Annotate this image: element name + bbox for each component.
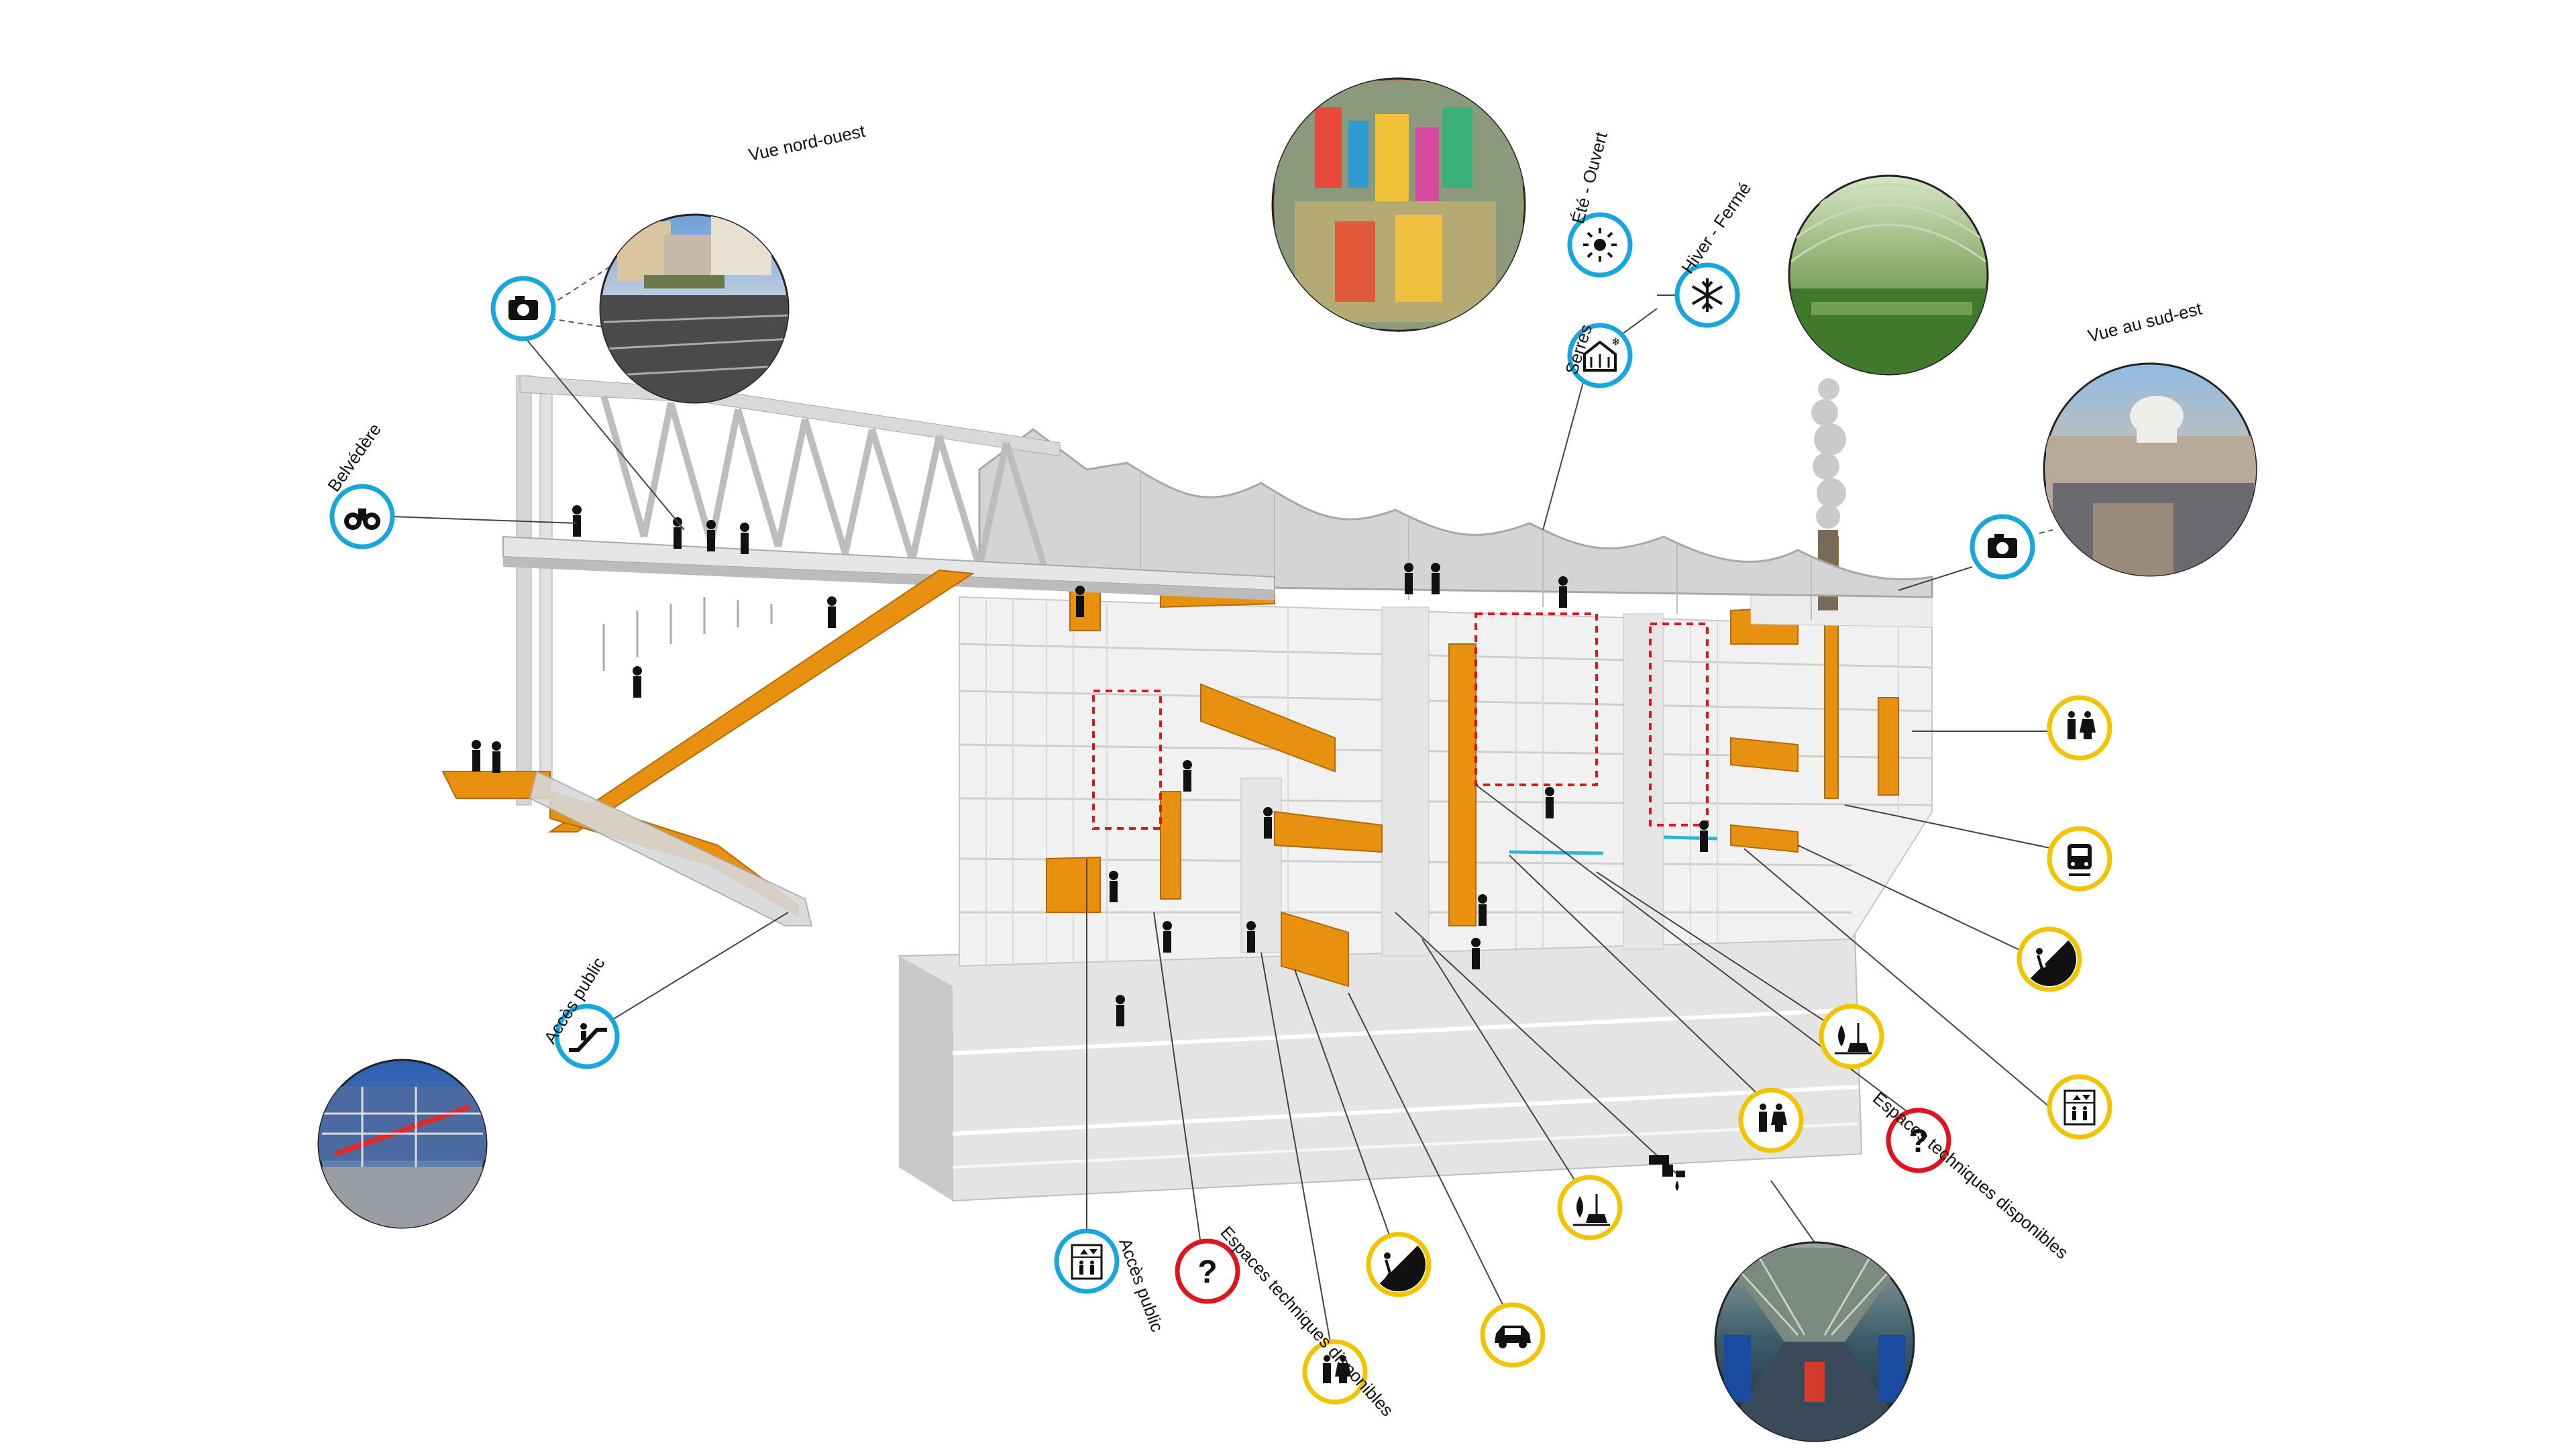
svg-text:?: ? xyxy=(1909,1124,1928,1159)
snowflake-icon xyxy=(1674,262,1740,328)
cleaning-icon xyxy=(1557,1175,1623,1240)
photo-acces-public xyxy=(317,1059,488,1229)
label-hiver-ferme: Hiver - Fermé xyxy=(1677,178,1755,277)
photo-tunnel xyxy=(1714,1241,1915,1442)
question-icon: ? xyxy=(1886,1108,1951,1173)
building-section xyxy=(898,378,1933,1202)
toilets-icon xyxy=(1738,1087,1804,1153)
escalator-icon xyxy=(554,1004,620,1069)
binoculars-icon xyxy=(329,484,395,549)
label-vue-nord-ouest: Vue nord-ouest xyxy=(747,121,867,165)
camera-icon xyxy=(1970,514,2035,580)
car-icon xyxy=(1480,1302,1546,1368)
photo-hiver-ferme xyxy=(1788,174,1989,376)
photo-vue-sud-est xyxy=(2043,362,2257,577)
label-ete-ouvert: Été - Ouvert xyxy=(1568,129,1611,226)
elevator-icon xyxy=(1054,1228,1120,1294)
toilets-icon xyxy=(2047,695,2112,761)
label-acces-public-bottom: Accès public xyxy=(1115,1236,1167,1334)
greenhouse-icon: ❄ xyxy=(1567,323,1633,388)
water-tap-icon xyxy=(1649,1155,1685,1191)
svg-text:?: ? xyxy=(1197,1254,1217,1290)
people-silhouettes xyxy=(472,505,1709,1026)
elevator-icon xyxy=(2047,1074,2112,1140)
sun-icon xyxy=(1567,212,1633,278)
emergency-stairs-icon xyxy=(2017,926,2082,992)
cleaning-icon xyxy=(1819,1004,1884,1069)
label-belvedere: Belvédère xyxy=(323,419,385,495)
emergency-stairs-icon xyxy=(1366,1232,1432,1297)
question-icon: ? xyxy=(1175,1238,1240,1304)
toilets-icon xyxy=(1302,1339,1368,1405)
label-vue-sud-est: Vue au sud-est xyxy=(2086,298,2204,345)
svg-text:❄: ❄ xyxy=(1611,335,1620,348)
photo-vue-nord-ouest xyxy=(599,213,790,404)
camera-icon xyxy=(490,276,556,341)
photo-ete-ouvert xyxy=(1271,77,1526,332)
train-icon xyxy=(2047,826,2112,892)
label-espaces-techniques-right: Espaces techniques disponibles xyxy=(1869,1088,2072,1263)
